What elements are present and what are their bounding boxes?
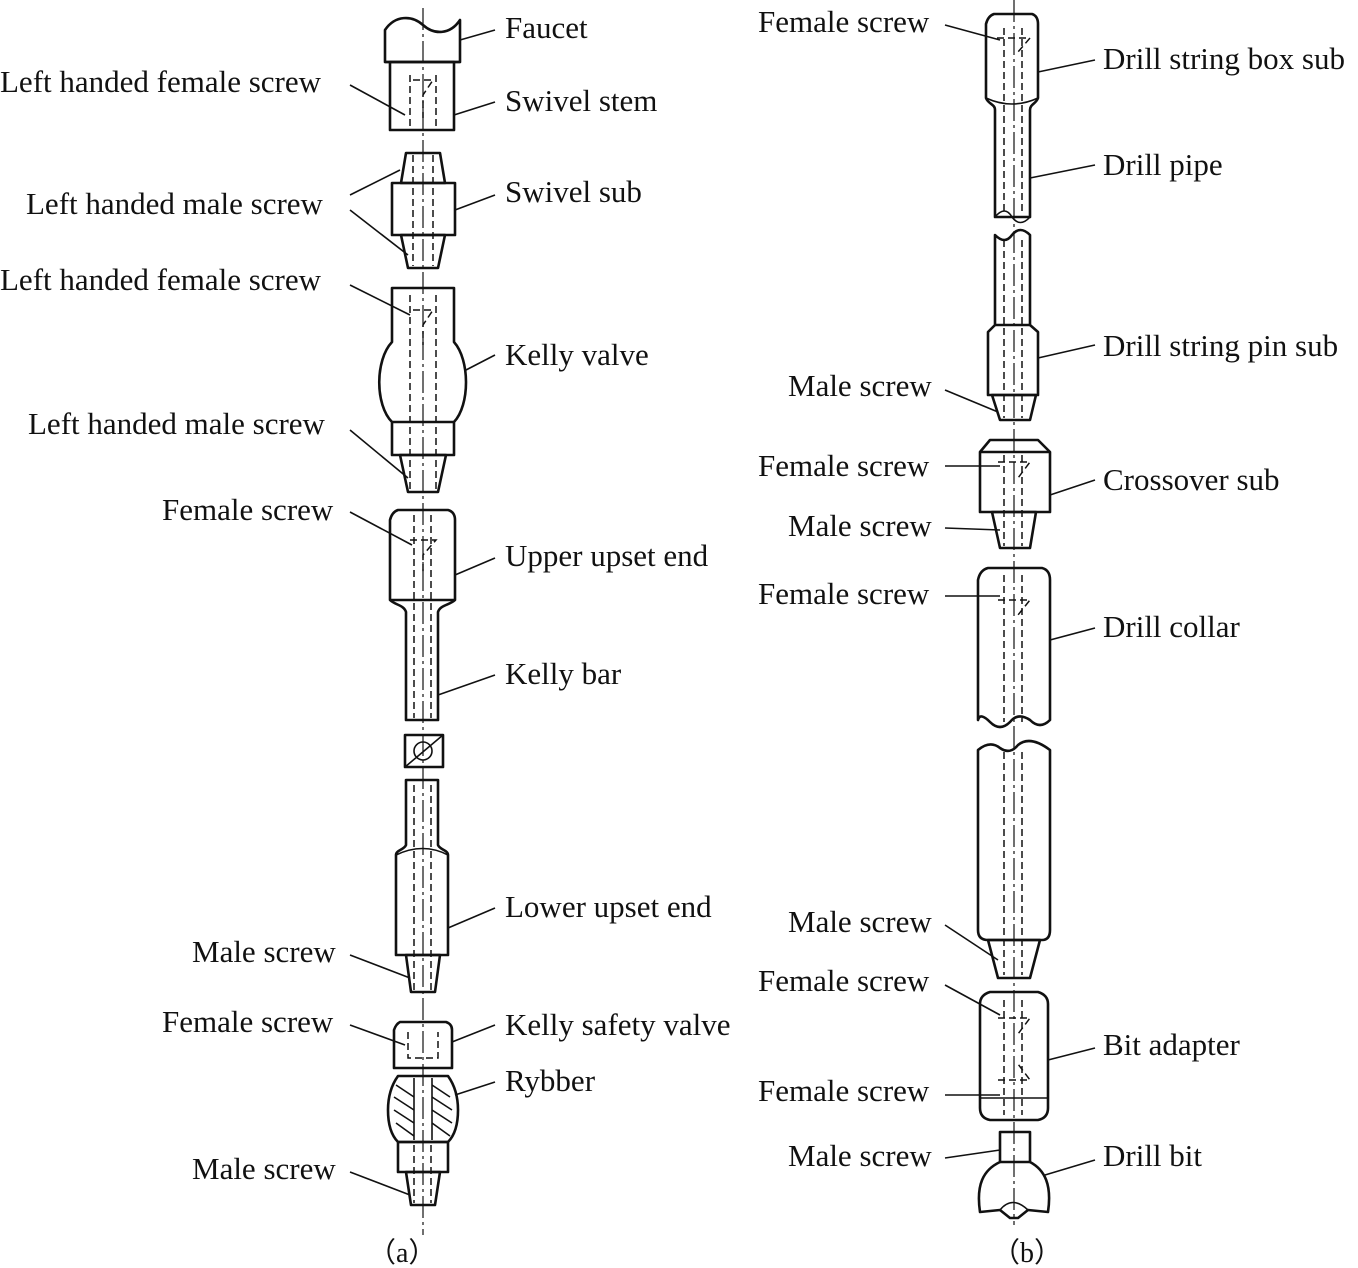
label-kelly-bar: Kelly bar [505,656,622,691]
label-female-screw-b4: Female screw [758,963,930,998]
label-drill-bit: Drill bit [1103,1138,1202,1173]
label-drill-collar: Drill collar [1103,609,1241,644]
label-drill-string-pin-sub: Drill string pin sub [1103,328,1338,363]
lower-upset-end-part [394,778,450,994]
label-left-handed-female-screw-1: Left handed female screw [0,64,322,99]
label-bit-adapter: Bit adapter [1103,1027,1241,1062]
label-swivel-sub: Swivel sub [505,174,642,209]
label-faucet: Faucet [505,10,588,45]
diagram-b: Female screw Drill string box sub Drill … [758,0,1345,1268]
drill-bit-part [977,1130,1051,1220]
label-female-screw-b3: Female screw [758,576,930,611]
drill-collar-part [976,566,1052,980]
bit-adapter-part [978,990,1050,1122]
label-female-screw-a2: Female screw [162,1004,334,1039]
label-female-screw-b5: Female screw [758,1073,930,1108]
label-male-screw-b2: Male screw [788,508,932,543]
leader-lines-a [349,29,496,1196]
label-upper-upset-end: Upper upset end [505,538,709,573]
label-kelly-safety-valve: Kelly safety valve [505,1007,731,1042]
swivel-stem-part [388,60,456,132]
label-drill-string-box-sub: Drill string box sub [1103,41,1345,76]
label-left-handed-female-screw-2: Left handed female screw [0,262,322,297]
label-rybber: Rybber [505,1063,596,1098]
kelly-bar-part [388,508,457,722]
drill-string-box-sub-part [984,12,1040,224]
diagram-a: Faucet Left handed female screw Swivel s… [0,8,731,1268]
label-drill-pipe: Drill pipe [1103,147,1223,182]
caption-b: （b） [992,1237,1062,1268]
swivel-sub-part [390,151,457,270]
label-swivel-stem: Swivel stem [505,83,657,118]
label-male-screw-a2: Male screw [192,1151,336,1186]
label-left-handed-male-screw-1: Left handed male screw [26,186,324,221]
label-female-screw-a1: Female screw [162,492,334,527]
label-male-screw-b3: Male screw [788,904,932,939]
kelly-valve-part [377,286,468,494]
label-crossover-sub: Crossover sub [1103,462,1280,497]
label-left-handed-male-screw-2: Left handed male screw [28,406,326,441]
drill-string-pin-sub-part [986,228,1040,422]
label-male-screw-b1: Male screw [788,368,932,403]
label-kelly-valve: Kelly valve [505,337,649,372]
caption-a: （a） [368,1237,436,1268]
label-male-screw-b4: Male screw [788,1138,932,1173]
kelly-bushing-part [403,733,445,769]
label-lower-upset-end: Lower upset end [505,889,712,924]
label-female-screw-b1: Female screw [758,4,930,39]
crossover-sub-part [978,438,1052,550]
leader-lines-b [944,24,1096,1176]
label-male-screw-a1: Male screw [192,934,336,969]
label-female-screw-b2: Female screw [758,448,930,483]
